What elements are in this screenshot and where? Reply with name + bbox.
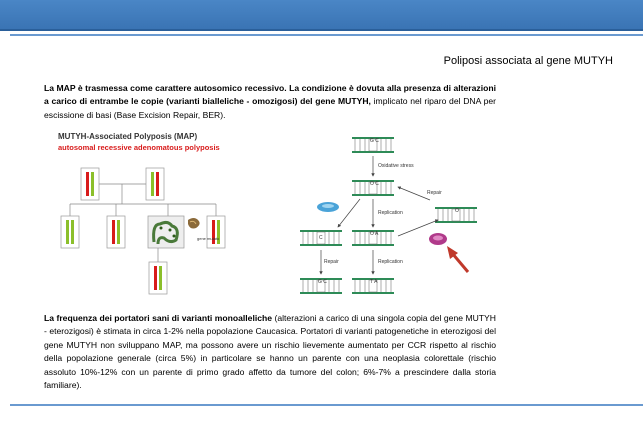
carrier-paragraph: La frequenza dei portatori sani di varia… [44,312,496,392]
enzyme-ogg1-icon [317,202,339,212]
enzyme-mutyh-icon [429,233,447,245]
footer-divider [10,404,643,406]
base-right: O [455,208,459,214]
base-left: C [319,235,323,241]
base-bottom-left: G C [318,279,327,285]
grandchild [148,261,168,295]
base-top: G C [370,138,379,144]
label-replication-2: Replication [378,259,403,265]
parent-left [80,167,100,201]
header-bar [0,0,643,31]
pedigree-subtitle: autosomal recessive adenomatous polyposi… [58,143,220,152]
ber-diagram [300,136,478,295]
intro-paragraph: La MAP è trasmessa come carattere autoso… [44,82,496,122]
mutated-gene-icon [188,218,200,229]
child-2 [106,215,126,249]
label-oxidative-stress: Oxidative stress [378,163,414,169]
base-mid: O A [370,231,379,237]
label-repair-left: Repair [324,259,339,265]
intro-bold: La MAP è trasmessa come carattere autoso… [44,83,496,107]
red-arrow-icon [447,246,470,273]
child-4 [206,215,226,249]
pedigree-diagram [60,167,226,295]
label-replication-1: Replication [378,210,403,216]
child-affected [147,215,185,249]
intro-rest: implicato nel riparo del DNA per escissi… [44,96,496,120]
ber-mechanism-figure: G C O C O C O A G C T A Oxidative stress… [300,132,500,302]
base-oxo: O C [370,181,379,187]
carrier-bold: La frequenza dei portatori sani di varia… [44,313,273,323]
pedigree-title: MUTYH-Associated Polyposis (MAP) [58,132,198,141]
base-bottom-mid: T A [370,279,378,285]
pedigree-figure: MUTYH-Associated Polyposis (MAP) autosom… [58,132,268,297]
header-divider [10,34,643,36]
carrier-rest: (alterazioni a carico di una singola cop… [44,313,496,391]
child-1 [60,215,80,249]
parent-right [145,167,165,201]
gene-mutated-label: gene mutato [197,236,220,241]
page-title: Poliposi associata al gene MUTYH [443,55,613,67]
label-repair-top: Repair [427,190,442,196]
